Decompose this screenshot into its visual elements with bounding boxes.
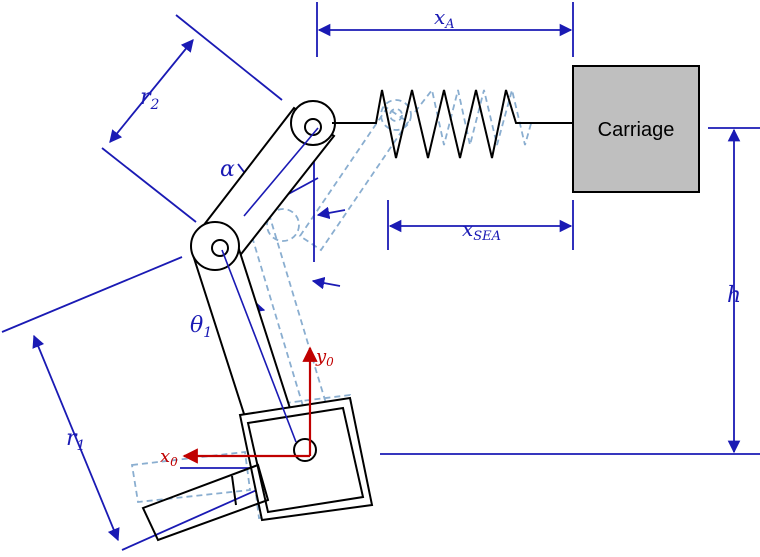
knee-joint-pin — [211, 239, 229, 257]
ghost-offset-arrow-bottom — [311, 276, 341, 290]
hip-joint — [290, 100, 336, 146]
r1-arrow — [32, 334, 120, 542]
carriage-box — [572, 65, 700, 193]
r2-label: r2 — [140, 85, 160, 113]
foot-block-inner — [246, 406, 365, 514]
knee-joint — [190, 221, 240, 271]
r2-arrow — [109, 39, 194, 143]
ghost-upper-joint — [380, 99, 412, 131]
foot-bar-divider — [231, 475, 237, 506]
h-label: h — [727, 283, 741, 308]
theta1-label: θ1 — [190, 313, 212, 341]
x-a-label: xA — [434, 5, 455, 32]
mechanism — [141, 89, 573, 542]
y0-label: y0 — [315, 346, 334, 369]
ghost-offset-arrow-top — [316, 206, 346, 220]
x0-label: x0 — [160, 446, 178, 469]
local-frame — [182, 346, 318, 464]
ghost-foot-block — [243, 393, 366, 520]
r1-extension-top — [1, 256, 183, 333]
ankle-joint — [293, 438, 317, 462]
r2-extension-top — [175, 14, 283, 101]
centerlines — [221, 127, 319, 443]
r2-extension-bottom — [101, 147, 197, 223]
labels: xA xSEA r2 r1 α θ1 h y0 x0 — [66, 5, 741, 469]
lower-link-centerline — [221, 249, 297, 443]
foot-bar — [141, 463, 270, 542]
ghost-upper-joint-pin — [389, 108, 403, 122]
ghost-knee-joint — [266, 208, 300, 242]
carriage-label: Carriage — [598, 119, 675, 141]
upper-link-centerline — [243, 127, 319, 217]
carriage: Carriage — [572, 65, 700, 193]
alpha-label: α — [220, 157, 235, 182]
r1-label: r1 — [66, 426, 85, 454]
x-sea-label: xSEA — [462, 217, 501, 244]
spring — [332, 89, 573, 159]
